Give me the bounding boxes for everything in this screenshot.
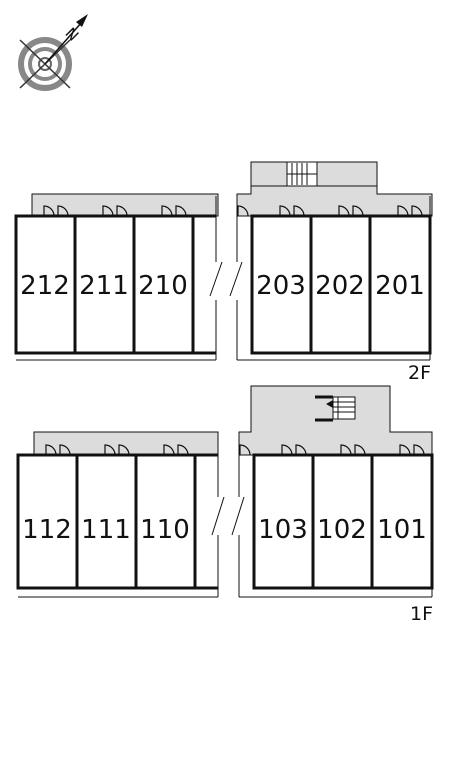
room-label-202: 202 [315,271,365,301]
floor-label-1f: 1F [410,603,433,625]
room-203 [250,214,313,355]
room-210 [132,214,195,355]
room-101 [370,453,434,590]
floor-2f: 212 211 210 203 202 201 2F [14,161,433,384]
room-212 [14,214,77,355]
room-201 [368,214,432,355]
room-211 [73,214,136,355]
room-label-111: 111 [81,515,131,545]
room-label-203: 203 [256,271,306,301]
corridor-1f-right [238,385,433,456]
room-111 [75,453,138,590]
room-label-211: 211 [79,271,129,301]
floor-label-2f: 2F [408,362,431,384]
room-label-102: 102 [317,515,367,545]
floor-1f: 112 111 110 103 102 101 1F [16,385,434,625]
north-arrow-icon [76,14,88,27]
corridor-2f-left [31,193,219,217]
stair-icon-2f [286,161,318,187]
compass-icon: N [18,14,88,91]
room-110 [134,453,197,590]
stair-icon-1f [315,395,356,422]
room-label-110: 110 [140,515,190,545]
room-label-103: 103 [258,515,308,545]
room-label-212: 212 [20,271,70,301]
corridor-1f-left [33,431,219,456]
room-102 [311,453,374,590]
corridor-2f-right [236,185,433,217]
room-label-201: 201 [375,271,425,301]
doors-2f [43,205,423,217]
room-103 [252,453,315,590]
room-label-101: 101 [377,515,427,545]
doors-1f [45,444,425,456]
room-label-112: 112 [22,515,72,545]
room-label-210: 210 [138,271,188,301]
